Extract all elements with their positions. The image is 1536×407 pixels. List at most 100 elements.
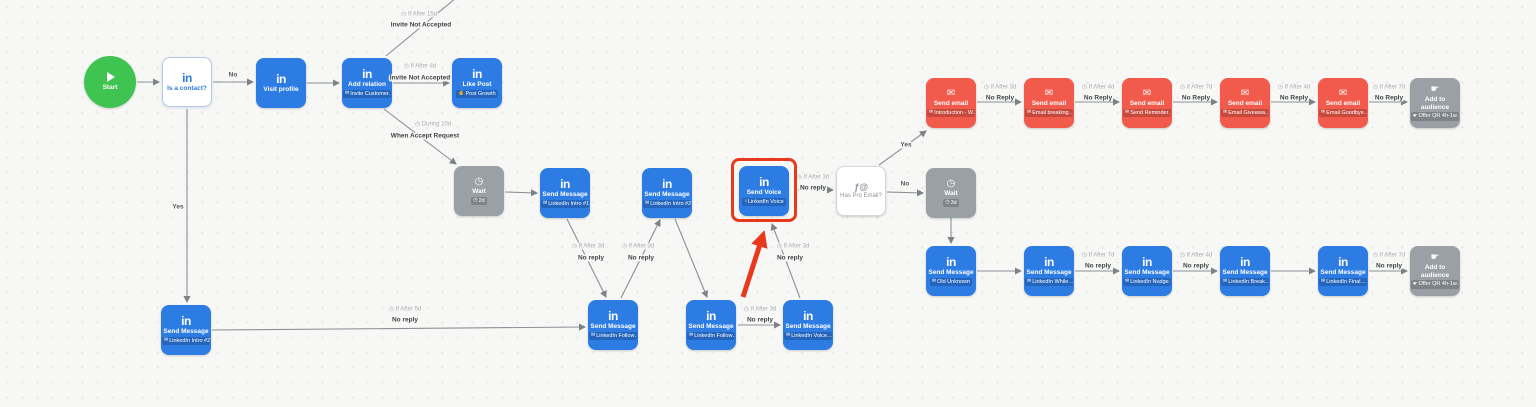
edge-has-pro-email-to-wait-2 [886, 189, 925, 197]
edge-label-text: No Reply [1180, 94, 1212, 102]
node-sub-label: ✉LinkedIn Voice… [784, 331, 832, 340]
node-sub-label: ✉Email Goodbye… [1319, 108, 1367, 117]
node-email-5[interactable]: ✉Send email✉Email Goodbye… [1318, 78, 1368, 128]
node-email-1[interactable]: ✉Send email✉Introduction - W… [926, 78, 976, 128]
edge-label-text: No Reply [1278, 94, 1310, 102]
timer-icon-text: If After 3d [982, 83, 1018, 91]
node-sub-label: ✉Invite Customer… [343, 89, 391, 98]
audience-icon: ☛ [1430, 252, 1440, 264]
edge-condition-label: No Reply [1180, 94, 1212, 102]
node-email-3[interactable]: ✉Send email✉Send Reminder… [1122, 78, 1172, 128]
edge-timer-label: If After 4d [1178, 251, 1214, 259]
node-label: Send Message [590, 323, 636, 331]
edge-timer-label: If After 3d [795, 173, 831, 181]
edge-condition-label: No reply [775, 254, 805, 262]
node-sub-text: Email Goodbye… [1326, 109, 1367, 116]
timer-icon-text: If After 3d [775, 242, 811, 250]
edge-condition-label: No reply [576, 254, 606, 262]
mail-icon: ✉ [1027, 108, 1032, 115]
edge-condition-label: Invite Not Accepted [388, 74, 452, 82]
edge-condition-label: No Reply [1373, 94, 1405, 102]
node-sub-label: ✉LinkedIn Final… [1319, 277, 1367, 286]
node-wait-2[interactable]: ◷Wait◷3d [926, 168, 976, 218]
edge-timer-label: If After 4d [402, 62, 438, 70]
node-sub-label: ◷2d [471, 196, 487, 205]
node-label: Send Message [1026, 269, 1072, 277]
edge-condition-label: No [227, 71, 239, 79]
node-sub-label: ☝Post Growth [456, 89, 498, 98]
node-has-pro-email[interactable]: ƒ@Has Pro Email? [836, 166, 886, 216]
mail-icon: ✉ [1321, 277, 1326, 284]
edge-timer-label: If After 7d [1178, 83, 1214, 91]
linkedin-icon: in [181, 314, 191, 329]
edge-timer-label: If After 7d [1080, 251, 1116, 259]
timer-icon-text: If After 7d [1371, 83, 1407, 91]
node-label: Send Message [163, 328, 209, 336]
node-sub-label: ✉Email breaking… [1025, 108, 1073, 117]
linkedin-icon: in [472, 67, 482, 82]
node-sub-text: 2d [478, 197, 485, 204]
node-label: Send email [933, 100, 969, 108]
node-label: Has Pro Email? [840, 192, 882, 199]
node-sub-text: Offer QR 4h-1w… [1418, 281, 1459, 288]
node-wait-1[interactable]: ◷Wait◷2d [454, 166, 504, 216]
node-sub-text: LinkedIn Follow… [694, 332, 735, 339]
edge-condition-label: No reply [1083, 262, 1113, 270]
linkedin-icon: in [1240, 255, 1250, 270]
node-sub-text: LinkedIn Break… [1228, 278, 1269, 285]
node-start[interactable]: Start [84, 56, 136, 108]
mail-icon: ✉ [1027, 277, 1032, 284]
edge-timer-label: During 10d [413, 120, 453, 128]
envelope-icon: ✉ [1240, 88, 1250, 100]
edge-condition-label: No [899, 180, 911, 188]
node-sub-label: ♪LinkedIn Voice [742, 197, 786, 206]
mail-icon: ✉ [164, 336, 169, 343]
edge-condition-label: Invite Not Accepted [389, 21, 453, 29]
edge-label-text: No reply [390, 316, 420, 324]
node-sub-text: LinkedIn Intro #2 [169, 337, 210, 344]
node-label: Send Message [688, 323, 734, 331]
linkedin-icon: in [560, 177, 570, 192]
mail-icon: ✉ [1125, 277, 1130, 284]
node-email-2[interactable]: ✉Send email✉Email breaking… [1024, 78, 1074, 128]
thumb-icon: ☝ [458, 89, 465, 96]
node-sub-label: ✉Send Reminder… [1123, 108, 1171, 117]
edge-label-text: Yes [899, 141, 913, 149]
mail-icon: ✉ [1223, 277, 1228, 284]
node-sub-label: ☛Offer QR 4h-1w… [1411, 112, 1459, 121]
edge-label-text: No reply [576, 254, 606, 262]
edge-wait-1-to-sm-a [504, 189, 539, 197]
node-audience-2[interactable]: ☛Add to audience☛Offer QR 4h-1w… [1410, 246, 1460, 296]
timer-icon-text: If After 4d [1178, 251, 1214, 259]
node-email-4[interactable]: ✉Send email✉Email Giveawa… [1220, 78, 1270, 128]
node-sub-text: Old Unknown [937, 278, 971, 285]
edge-timer-label: If After 7d [1371, 83, 1407, 91]
node-sub-label: ✉LinkedIn While… [1025, 277, 1073, 286]
node-label: Send Message [1222, 269, 1268, 277]
mail-icon: ✉ [345, 89, 350, 96]
edge-label-text: No reply [775, 254, 805, 262]
annotation-arrow [740, 230, 768, 298]
node-sub-text: LinkedIn While… [1032, 278, 1073, 285]
node-audience-1[interactable]: ☛Add to audience☛Offer QR 4h-1w… [1410, 78, 1460, 128]
node-label: Send Message [1320, 269, 1366, 277]
edge-condition-label: No reply [1181, 262, 1211, 270]
edge-timer-label: If After 7d [1371, 251, 1407, 259]
